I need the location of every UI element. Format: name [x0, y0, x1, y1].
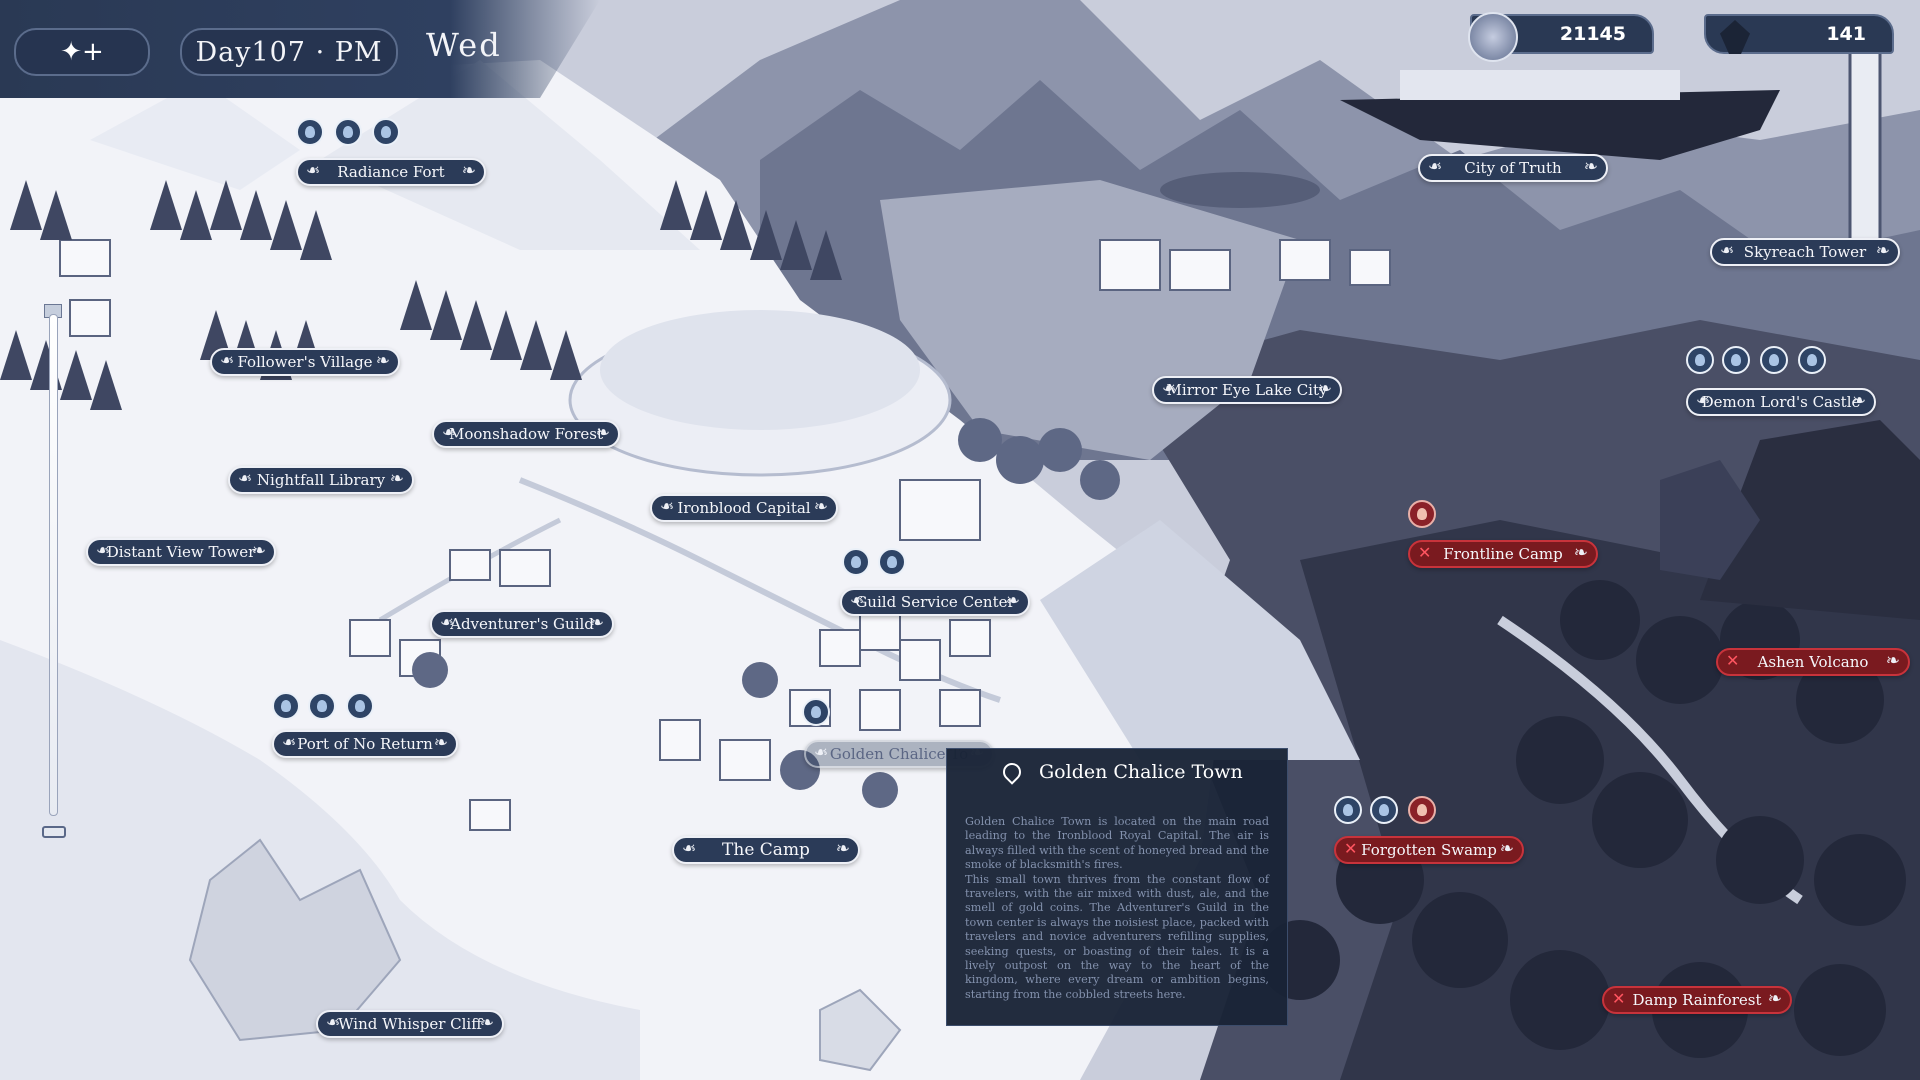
location-mirror-eye-lake-city[interactable]: Mirror Eye Lake City [1152, 376, 1342, 404]
facility-badge-icon [1686, 346, 1714, 374]
location-wind-whisper-cliff[interactable]: Wind Whisper Cliff [316, 1010, 504, 1038]
guild-badge-icon [372, 118, 400, 146]
info-panel-header: Golden Chalice Town [947, 749, 1287, 797]
coin-icon [1468, 12, 1518, 62]
info-panel-description: Golden Chalice Town is located on the ma… [965, 815, 1269, 1001]
guild-badge-icon [878, 548, 906, 576]
crystal-value: 141 [1826, 23, 1866, 45]
location-guild-service-center[interactable]: Guild Service Center [840, 588, 1030, 616]
map-pin-icon [999, 759, 1025, 785]
weekday-text: Wed [426, 26, 502, 64]
location-port-of-no-return[interactable]: Port of No Return [272, 730, 458, 758]
zoom-slider-handle[interactable] [42, 826, 66, 838]
demon-badge-icon [1798, 346, 1826, 374]
coin-counter: 21145 [1468, 12, 1654, 62]
location-adventurers-guild[interactable]: Adventurer's Guild [430, 610, 614, 638]
location-damp-rainforest[interactable]: Damp Rainforest [1602, 986, 1792, 1014]
location-city-of-truth[interactable]: City of Truth [1418, 154, 1608, 182]
crystal-icon [1720, 20, 1750, 54]
location-ironblood-capital[interactable]: Ironblood Capital [650, 494, 838, 522]
floating-island [1340, 90, 1780, 160]
day-time-indicator: Day107 · PM [180, 28, 398, 76]
menu-button[interactable]: ✦+ [14, 28, 150, 76]
location-moonshadow-forest[interactable]: Moonshadow Forest [432, 420, 620, 448]
volcano [1700, 420, 1920, 620]
location-forgotten-swamp[interactable]: Forgotten Swamp [1334, 836, 1524, 864]
crystal-counter: 141 [1704, 14, 1894, 54]
compass-star-icon: ✦+ [60, 37, 104, 67]
facility-badge-icon [842, 548, 870, 576]
npc-badge-icon [334, 118, 362, 146]
location-radiance-fort[interactable]: Radiance Fort [296, 158, 486, 186]
coin-value: 21145 [1559, 23, 1626, 45]
guild-badge-icon [1370, 796, 1398, 824]
zoom-slider-track[interactable] [49, 314, 58, 816]
facility-badge-icon [802, 698, 830, 726]
location-the-camp[interactable]: The Camp [672, 836, 860, 864]
location-frontline-camp[interactable]: Frontline Camp [1408, 540, 1598, 568]
facility-badge-icon [296, 118, 324, 146]
skyreach-tower-structure [1848, 28, 1882, 262]
facility-badge-icon [1334, 796, 1362, 824]
location-ashen-volcano[interactable]: Ashen Volcano [1716, 648, 1910, 676]
ship-badge-icon [308, 692, 336, 720]
location-demon-lords-castle[interactable]: Demon Lord's Castle [1686, 388, 1876, 416]
ship-badge-icon [1722, 346, 1750, 374]
location-followers-village[interactable]: Follower's Village [210, 348, 400, 376]
location-distant-view-tower[interactable]: Distant View Tower [86, 538, 276, 566]
location-info-panel: Golden Chalice Town Golden Chalice Town … [946, 748, 1288, 1026]
location-nightfall-library[interactable]: Nightfall Library [228, 466, 414, 494]
info-panel-title: Golden Chalice Town [1039, 761, 1243, 783]
guild-badge-icon [1760, 346, 1788, 374]
facility-badge-icon [272, 692, 300, 720]
guild-badge-icon [346, 692, 374, 720]
battle-badge-icon [1408, 796, 1436, 824]
day-time-text: Day107 · PM [195, 36, 383, 68]
battle-badge-icon [1408, 500, 1436, 528]
location-skyreach-tower[interactable]: Skyreach Tower [1710, 238, 1900, 266]
